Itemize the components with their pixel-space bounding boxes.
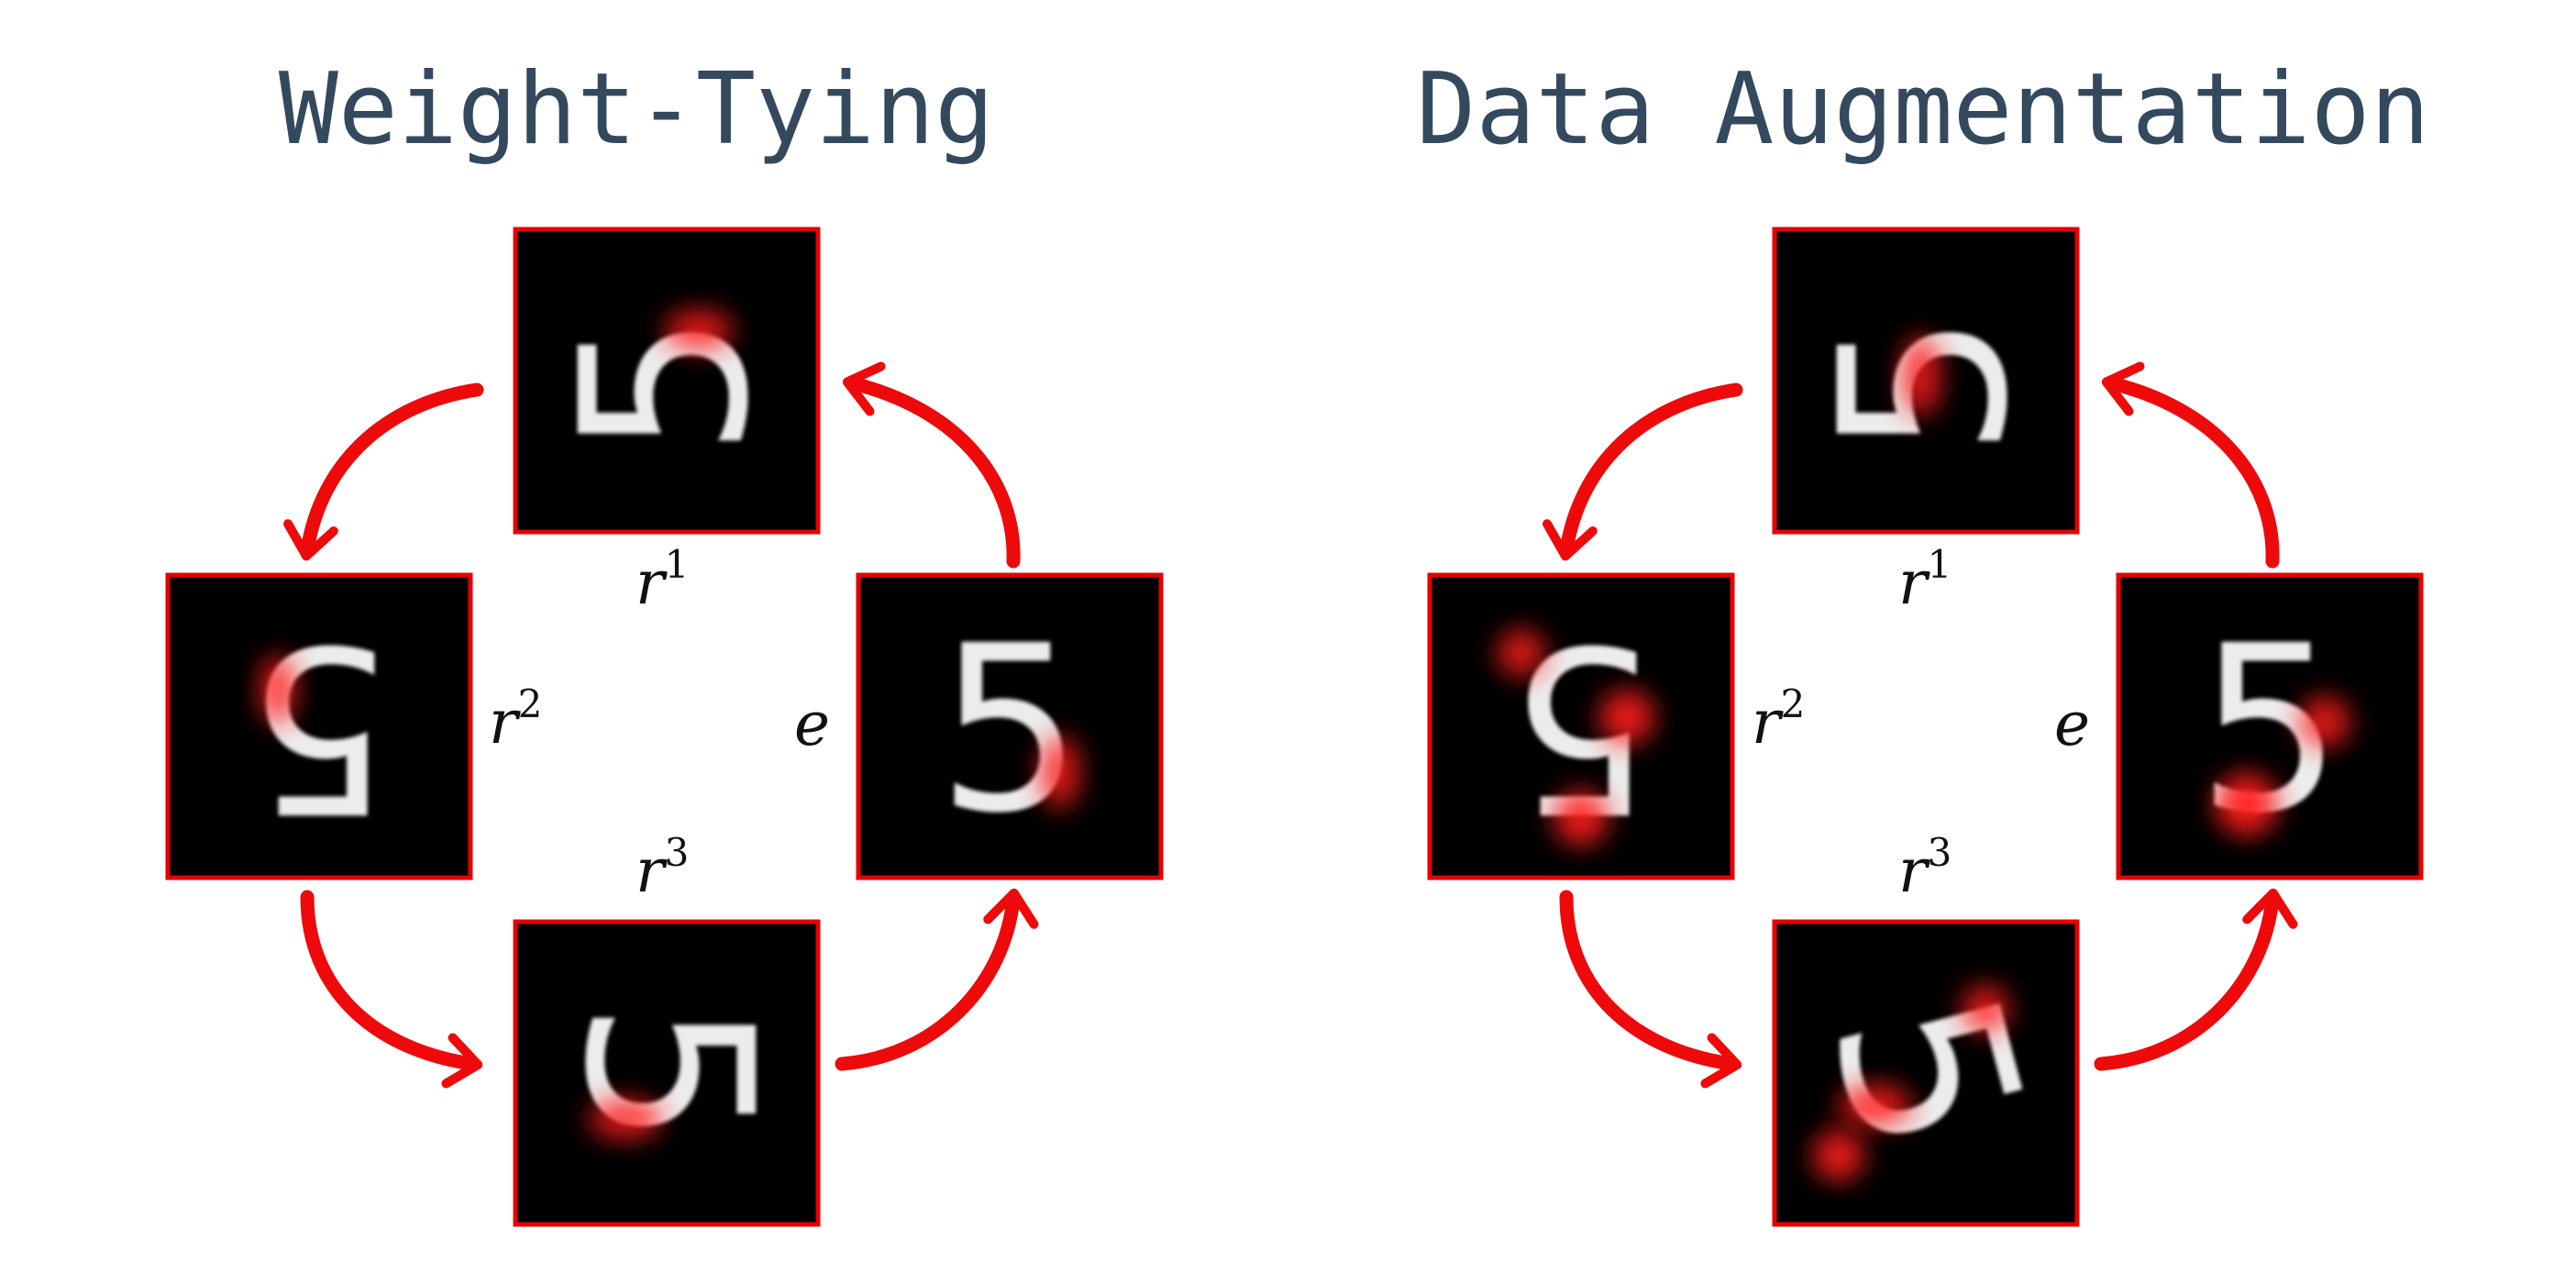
tile-frame [1427,572,1735,880]
tile-r3: 5 [1772,919,2080,1227]
label-r2: r2 [1752,681,1805,758]
curved-arrow-icon [300,890,483,1089]
panel-title: Weight-Tying [279,52,994,167]
tile-frame [1772,227,2080,535]
curved-arrow-icon [2101,361,2280,569]
label-r1: r1 [1898,542,1951,618]
tile-frame [856,572,1164,880]
label-r3: r3 [636,830,689,906]
panel-data-augmentation: Data Augmentation 5 5 5 [1416,52,2430,1227]
tile-r2: 5 [1427,572,1735,880]
label-r1: r1 [636,542,689,618]
curved-arrow-icon [835,888,1039,1071]
tile-r1: 5 [1772,227,2080,535]
digit-image: 5 [535,1000,802,1146]
digit-image: 5 [936,596,1082,863]
panel-weight-tying: Weight-Tying 5 5 5 [165,52,1164,1227]
tile-frame [513,919,821,1227]
label-r2: r2 [489,681,542,758]
digit-image: 5 [246,594,392,861]
tile-frame [513,227,821,535]
digit-image: 5 [532,312,799,458]
tile-frame [165,572,473,880]
tile-e: 5 [856,572,1164,880]
tile-r1: 5 [513,227,821,535]
tile-frame [2116,572,2424,880]
tile-frame [1772,919,2080,1227]
tile-r2: 5 [165,572,473,880]
label-r3: r3 [1898,830,1951,906]
tile-r3: 5 [513,919,821,1227]
curved-arrow-icon [842,361,1021,569]
curved-arrow-icon [283,382,484,561]
curved-arrow-icon [1559,890,1742,1089]
curved-arrow-icon [2094,888,2298,1071]
label-e: e [2054,689,2090,759]
curved-arrow-icon [1542,382,1743,561]
panel-title: Data Augmentation [1416,52,2429,167]
tile-e: 5 [2116,572,2424,880]
label-e: e [794,689,830,759]
